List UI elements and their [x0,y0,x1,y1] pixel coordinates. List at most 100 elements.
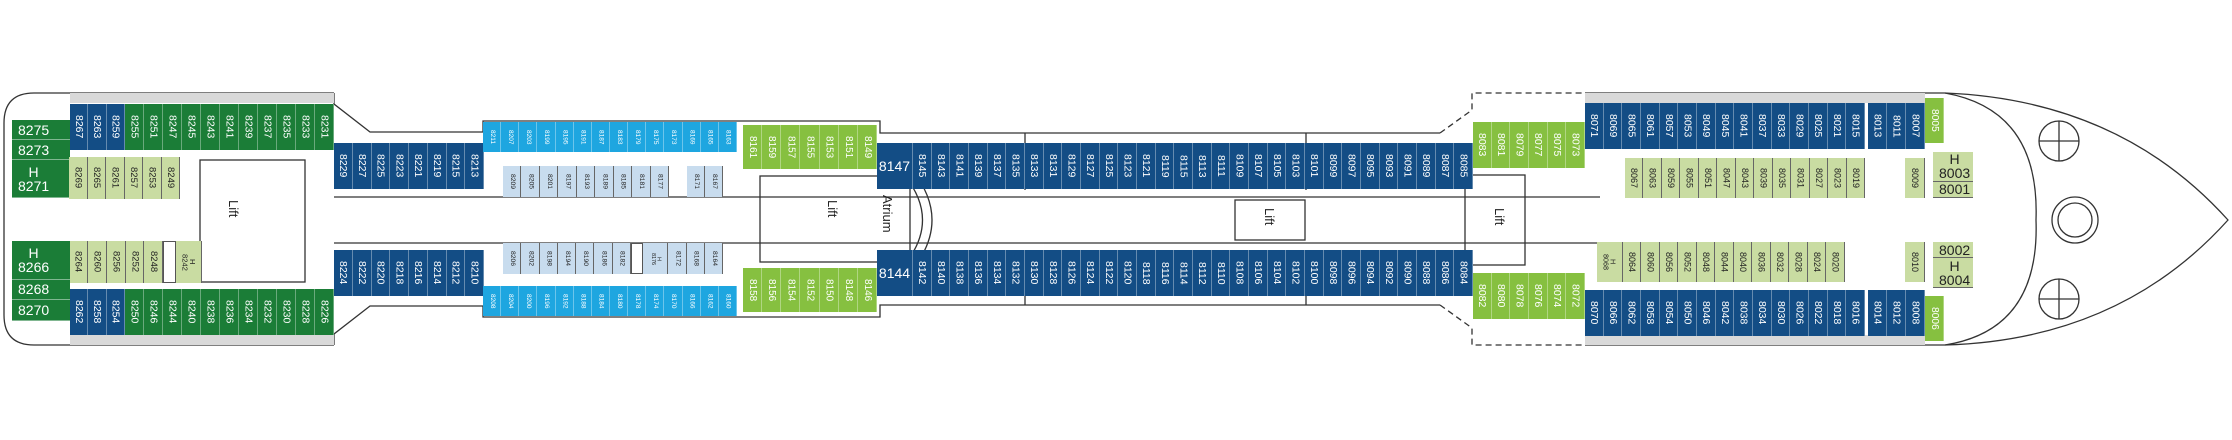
cabin-8101[interactable]: 8101 [1305,143,1324,189]
cabin-8024[interactable]: 8024 [1807,242,1827,282]
cabin-8069[interactable]: 8069 [1603,103,1623,149]
cabin-8224[interactable]: 8224 [334,250,353,296]
cabin-8135[interactable]: 8135 [1006,143,1026,189]
cabin-8163[interactable]: 8163 [718,122,737,152]
cabin-8081[interactable]: 8081 [1491,122,1511,168]
cabin-8248[interactable]: 8248 [144,241,164,283]
cabin-8219[interactable]: 8219 [427,143,447,189]
cabin-8171[interactable]: 8171 [687,166,705,197]
cabin-8184[interactable]: 8184 [591,286,610,316]
cabin-8251[interactable]: 8251 [144,104,163,150]
cabin-8161[interactable]: 8161 [743,125,763,169]
cabin-8083[interactable]: 8083 [1473,122,1492,168]
cabin-8237[interactable]: 8237 [258,104,277,150]
cabin-8087[interactable]: 8087 [1435,143,1455,189]
cabin-8096[interactable]: 8096 [1342,250,1362,296]
cabin-8152[interactable]: 8152 [800,268,820,312]
cabin-8082[interactable]: 8082 [1473,273,1492,319]
cabin-8118[interactable]: 8118 [1137,250,1156,296]
cabin-8063[interactable]: 8063 [1643,158,1662,198]
cabin-8066[interactable]: 8066 [1603,290,1623,336]
cabin-8131[interactable]: 8131 [1043,143,1063,189]
cabin-8166[interactable]: 8166 [682,286,701,316]
cabin-8151[interactable]: 8151 [838,125,858,169]
cabin-8239[interactable]: 8239 [239,104,258,150]
cabin-8267[interactable]: 8267 [70,104,89,150]
cabin-8112[interactable]: 8112 [1193,250,1212,296]
cabin-8203[interactable]: 8203 [519,122,538,152]
cabin-8016[interactable]: 8016 [1846,290,1866,336]
cabin-8033[interactable]: 8033 [1771,103,1791,149]
cabin-8097[interactable]: 8097 [1342,143,1362,189]
cabin-8256[interactable]: 8256 [106,241,126,283]
cabin-8153[interactable]: 8153 [819,125,839,169]
cabin-8049[interactable]: 8049 [1697,103,1716,149]
cabin-8154[interactable]: 8154 [781,268,801,312]
cabin-8041[interactable]: 8041 [1734,103,1754,149]
cabin-8210[interactable]: 8210 [465,250,484,296]
cabin-8192[interactable]: 8192 [555,286,574,316]
cabin-8047[interactable]: 8047 [1717,158,1736,198]
cabin-8009[interactable]: 8009 [1905,158,1925,198]
cabin-8235[interactable]: 8235 [277,104,296,150]
cabin-8243[interactable]: 8243 [201,104,220,150]
cabin-8180[interactable]: 8180 [609,286,629,316]
cabin-8275[interactable]: 8275 [12,120,70,141]
cabin-8073[interactable]: 8073 [1566,122,1586,168]
cabin-8200[interactable]: 8200 [519,286,538,316]
cabin-8127[interactable]: 8127 [1081,143,1100,189]
cabin-8113[interactable]: 8113 [1193,143,1212,189]
cabin-8080[interactable]: 8080 [1491,273,1511,319]
cabin-8146[interactable]: 8146 [857,268,877,312]
cabin-8147[interactable]: 8147 [877,143,913,189]
cabin-8124[interactable]: 8124 [1081,250,1100,296]
cabin-8021[interactable]: 8021 [1827,103,1847,149]
cabin-8123[interactable]: 8123 [1118,143,1138,189]
cabin-8198[interactable]: 8198 [539,243,558,274]
cabin-8138[interactable]: 8138 [950,250,970,296]
cabin-8015[interactable]: 8015 [1846,103,1866,149]
cabin-8202[interactable]: 8202 [521,243,540,274]
cabin-8181[interactable]: 8181 [632,166,651,197]
cabin-8211[interactable]: 8211 [483,122,502,152]
cabin-8128[interactable]: 8128 [1043,250,1063,296]
cabin-8271-accessible[interactable]: H 8271 [12,160,70,198]
cabin-8122[interactable]: 8122 [1099,250,1119,296]
cabin-8222[interactable]: 8222 [352,250,372,296]
cabin-8145[interactable]: 8145 [913,143,932,189]
cabin-8230[interactable]: 8230 [277,289,296,335]
cabin-8079[interactable]: 8079 [1510,122,1530,168]
cabin-8208[interactable]: 8208 [483,286,502,316]
cabin-8018[interactable]: 8018 [1827,290,1847,336]
cabin-8053[interactable]: 8053 [1678,103,1698,149]
cabin-8185[interactable]: 8185 [613,166,633,197]
cabin-8160[interactable]: 8160 [718,286,737,316]
cabin-8052[interactable]: 8052 [1678,242,1697,282]
cabin-8221[interactable]: 8221 [409,143,428,189]
cabin-8257[interactable]: 8257 [124,157,143,199]
cabin-8188[interactable]: 8188 [573,286,592,316]
cabin-8262[interactable]: 8262 [70,289,89,335]
cabin-8032[interactable]: 8032 [1770,242,1790,282]
cabin-8232[interactable]: 8232 [258,289,277,335]
cabin-8091[interactable]: 8091 [1398,143,1418,189]
cabin-8252[interactable]: 8252 [125,241,145,283]
cabin-8090[interactable]: 8090 [1398,250,1418,296]
cabin-8233[interactable]: 8233 [296,104,315,150]
cabin-8173[interactable]: 8173 [664,122,683,152]
cabin-8036[interactable]: 8036 [1752,242,1771,282]
cabin-8013[interactable]: 8013 [1868,103,1887,149]
cabin-8100[interactable]: 8100 [1305,250,1324,296]
cabin-8125[interactable]: 8125 [1099,143,1119,189]
cabin-8260[interactable]: 8260 [87,241,107,283]
cabin-8040[interactable]: 8040 [1733,242,1753,282]
cabin-8212[interactable]: 8212 [446,250,466,296]
cabin-8270[interactable]: 8270 [12,300,70,322]
cabin-8028[interactable]: 8028 [1789,242,1808,282]
cabin-8215[interactable]: 8215 [446,143,466,189]
cabin-8061[interactable]: 8061 [1641,103,1660,149]
cabin-8141[interactable]: 8141 [950,143,970,189]
cabin-8005[interactable]: 8005 [1925,98,1944,143]
cabin-8109[interactable]: 8109 [1230,143,1250,189]
cabin-8242-accessible[interactable]: H 8242 [176,241,203,283]
